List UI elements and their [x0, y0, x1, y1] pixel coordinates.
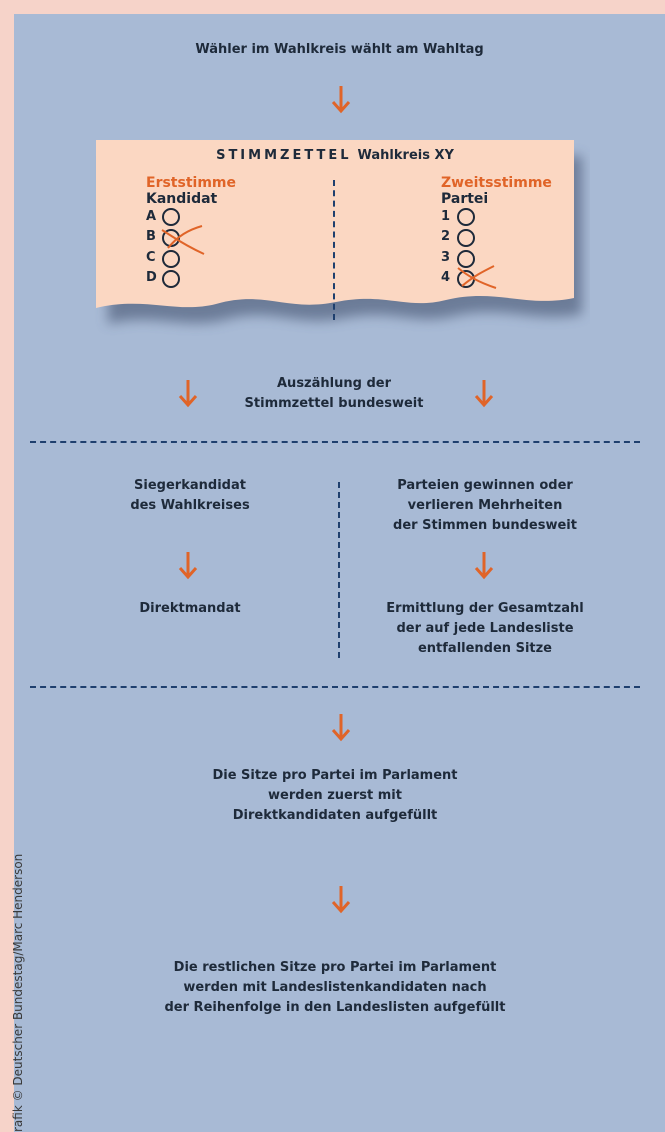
- ballot-option-3: 3: [441, 250, 451, 265]
- step-remaining-seats: Die restlichen Sitze pro Partei im Parla…: [164, 960, 506, 1015]
- ballot-circle-1[interactable]: [457, 208, 475, 226]
- arrow-down-icon: [331, 86, 351, 114]
- ballot-second-vote-heading: Zweitsstimme: [441, 175, 552, 191]
- arrow-down-icon: [178, 380, 198, 408]
- ballot-option-4: 4: [441, 270, 451, 285]
- ballot-party-heading: Partei: [441, 191, 489, 207]
- section-divider: [30, 686, 640, 688]
- ballot-circle-3[interactable]: [457, 250, 475, 268]
- ballot-option-d: D: [146, 270, 157, 285]
- ballot-first-vote-heading: Erststimme: [146, 175, 236, 191]
- step-party-majorities: Parteien gewinnen oder verlieren Mehrhei…: [393, 478, 577, 533]
- photo-credit: rafik © Deutscher Bundestag/Marc Henders…: [11, 853, 25, 1132]
- column-divider: [338, 482, 340, 658]
- ballot-option-1: 1: [441, 209, 451, 224]
- ballot-option-c: C: [146, 250, 156, 265]
- step-total-seats: Ermittlung der Gesamtzahl der auf jede L…: [386, 601, 584, 656]
- step-direct-mandate: Direktmandat: [139, 601, 241, 616]
- arrow-down-icon: [474, 552, 494, 580]
- step-voter-votes: Wähler im Wahlkreis wählt am Wahltag: [195, 42, 484, 57]
- arrow-down-icon: [331, 886, 351, 914]
- ballot-circle-d[interactable]: [162, 270, 180, 288]
- ballot-divider: [333, 180, 335, 320]
- step-winning-candidate: Siegerkandidat des Wahlkreises: [130, 478, 250, 513]
- arrow-down-icon: [331, 714, 351, 742]
- ballot-circle-c[interactable]: [162, 250, 180, 268]
- arrow-down-icon: [178, 552, 198, 580]
- ballot-circle-2[interactable]: [457, 229, 475, 247]
- arrow-down-icon: [474, 380, 494, 408]
- step-count-ballots: Auszählung der Stimmzettel bundesweit: [244, 376, 424, 411]
- section-divider: [30, 441, 640, 443]
- ballot-option-2: 2: [441, 229, 451, 244]
- ballot-option-b: B: [146, 229, 156, 244]
- ballot-option-a: A: [146, 209, 157, 224]
- check-mark-icon: [161, 225, 205, 255]
- step-seats-direct-candidates: Die Sitze pro Partei im Parlament werden…: [212, 768, 458, 823]
- check-mark-icon: [457, 265, 497, 289]
- ballot-circle-a[interactable]: [162, 208, 180, 226]
- ballot-candidate-heading: Kandidat: [146, 191, 218, 207]
